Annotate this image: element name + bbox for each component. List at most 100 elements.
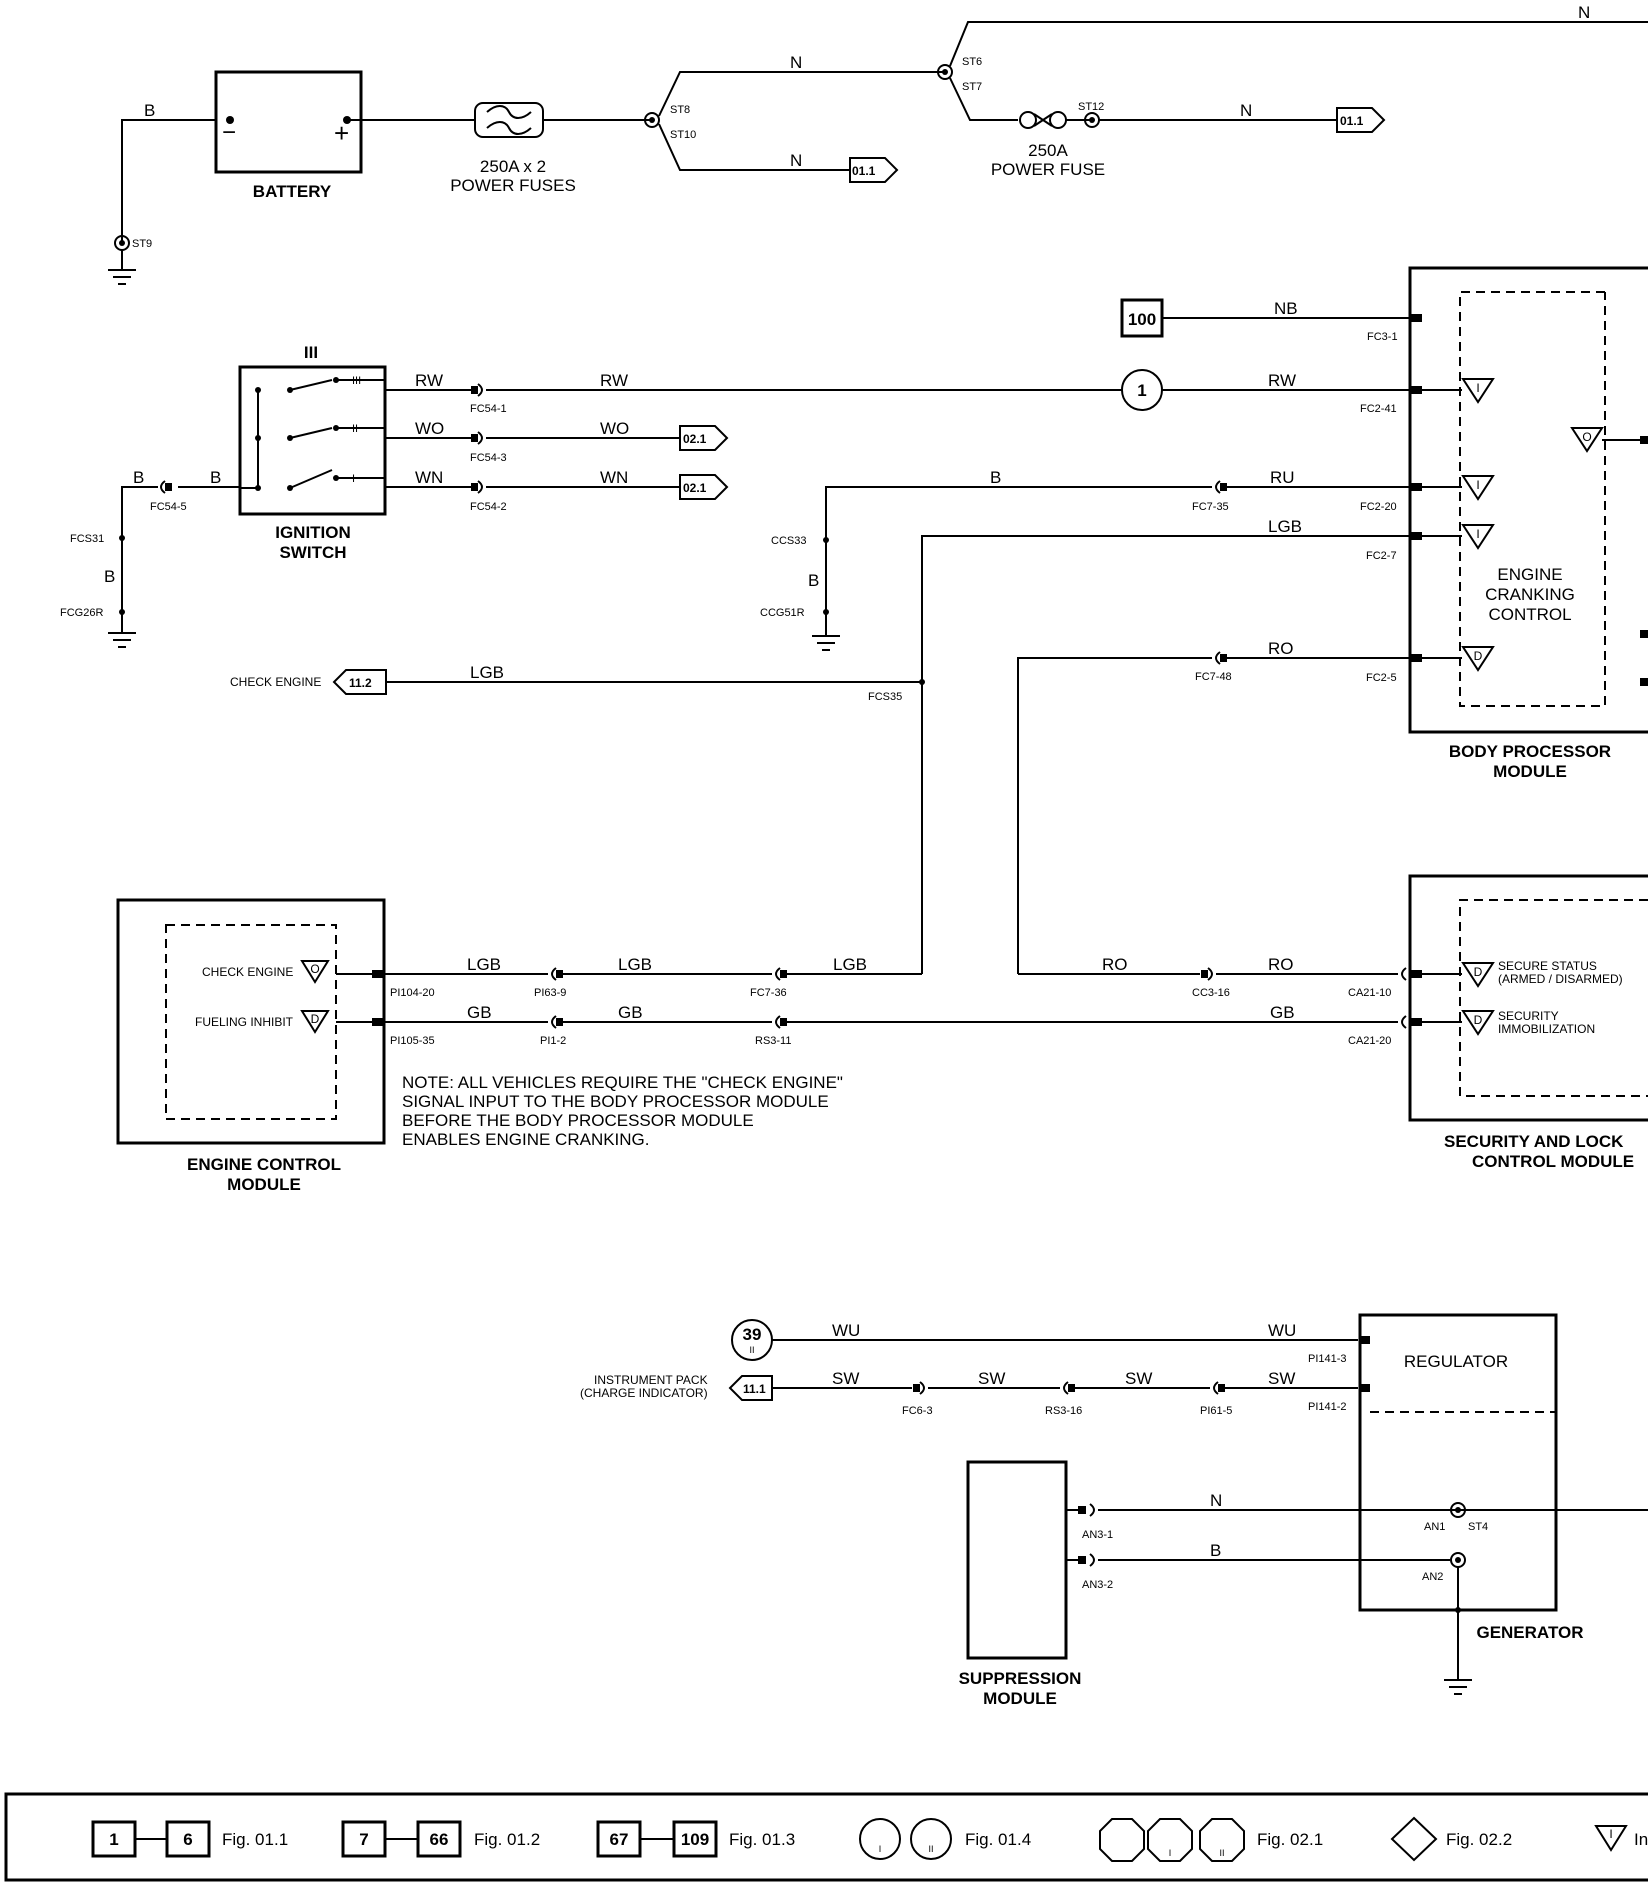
battery-section: B ST9 − + BATTERY 250A x 2 POWER FUSES S… xyxy=(108,3,1648,285)
driver-marker-icon: D xyxy=(1461,1010,1495,1036)
svg-text:I: I xyxy=(1476,478,1479,492)
switch-contact-iii: III xyxy=(255,375,385,393)
sec-pin-label: IMMOBILIZATION xyxy=(1498,1022,1595,1036)
connector-fc7-48 xyxy=(1215,651,1221,665)
svg-text:100: 100 xyxy=(1128,310,1156,329)
connector-fc54-3 xyxy=(477,431,483,445)
connector-pi1-2 xyxy=(551,1015,557,1029)
connector-label: FCG26R xyxy=(60,607,103,619)
svg-text:1: 1 xyxy=(109,1830,118,1849)
power-fuse-single xyxy=(1019,111,1067,129)
connector-label: RS3-11 xyxy=(755,1035,791,1047)
sec-label: SECURITY AND LOCK xyxy=(1444,1132,1624,1151)
battery-positive-icon: + xyxy=(334,118,349,148)
wire-label: B xyxy=(1210,1541,1221,1560)
svg-text:02.1: 02.1 xyxy=(683,432,707,446)
connector-label: ST4 xyxy=(1468,1521,1488,1533)
connector-an3-1 xyxy=(1089,1503,1095,1517)
connector-fc6-3 xyxy=(919,1381,925,1395)
fuses-label: POWER FUSES xyxy=(450,176,576,195)
security-lock-module xyxy=(1408,874,1648,1122)
generator-section: 39 II WU WU PI141-3 INSTRUMENT PACK (CHA… xyxy=(580,1313,1648,1708)
connector-label: FC2-41 xyxy=(1360,403,1397,415)
wire-label: RO xyxy=(1268,639,1294,658)
battery-label: BATTERY xyxy=(253,182,332,201)
connector-an3-2 xyxy=(1089,1553,1095,1567)
connector-label: RS3-16 xyxy=(1045,1405,1082,1417)
svg-text:01.1: 01.1 xyxy=(852,164,876,178)
fuses-qty-label: 250A x 2 xyxy=(480,157,546,176)
svg-text:NOTE: ALL VEHICLES REQUIRE THE: NOTE: ALL VEHICLES REQUIRE THE "CHECK EN… xyxy=(402,1073,843,1092)
battery-negative-icon: − xyxy=(222,119,236,146)
wire-label: LGB xyxy=(833,955,867,974)
connector-label: FCS35 xyxy=(868,691,902,703)
connector-rs3-11 xyxy=(775,1015,781,1029)
wire-label: WU xyxy=(832,1321,860,1340)
wire-label: SW xyxy=(1125,1369,1152,1388)
connector-label: FC54-2 xyxy=(470,501,507,513)
svg-text:I: I xyxy=(1476,527,1479,541)
connector-label: ST9 xyxy=(132,238,152,250)
svg-text:02.1: 02.1 xyxy=(683,481,707,495)
svg-text:I: I xyxy=(1609,1827,1612,1841)
sec-pin-label: SECURE STATUS xyxy=(1498,959,1597,973)
legend-item-input: I In xyxy=(1594,1825,1648,1852)
body-processor-module xyxy=(1408,266,1648,734)
ignition-section: III III II I IGNITION SWITCH xyxy=(60,343,1414,648)
svg-text:O: O xyxy=(310,962,319,976)
ignition-label: IGNITION xyxy=(275,523,351,542)
svg-text:II: II xyxy=(928,1844,933,1854)
wire-label: N xyxy=(1210,1491,1222,1510)
wire-label: SW xyxy=(832,1369,859,1388)
svg-text:Fig. 01.3: Fig. 01.3 xyxy=(729,1830,795,1849)
ecm-label: MODULE xyxy=(227,1175,301,1194)
output-marker-icon: O xyxy=(300,960,330,984)
connector-label: PI104-20 xyxy=(390,987,435,999)
wire-label: N xyxy=(1578,3,1590,22)
sec-label: CONTROL MODULE xyxy=(1472,1152,1634,1171)
svg-text:11.1: 11.1 xyxy=(743,1382,766,1396)
connector-label: CA21-10 xyxy=(1348,987,1391,999)
wire-label: RW xyxy=(600,371,628,390)
connector-label: FC54-1 xyxy=(470,403,507,415)
svg-text:ENABLES ENGINE CRANKING.: ENABLES ENGINE CRANKING. xyxy=(402,1130,650,1149)
ecm-pin-label: FUELING INHIBIT xyxy=(195,1015,294,1029)
ground-icon xyxy=(812,635,840,651)
ref-11-2-arrow: 11.2 xyxy=(332,669,387,695)
connector-label: AN2 xyxy=(1422,1571,1443,1583)
svg-text:Fig. 01.1: Fig. 01.1 xyxy=(222,1830,288,1849)
fuse-label: POWER FUSE xyxy=(991,160,1105,179)
ref-01-1-arrow: 01.1 xyxy=(1336,107,1386,133)
suppression-label: MODULE xyxy=(983,1689,1057,1708)
svg-text:Fig. 01.4: Fig. 01.4 xyxy=(965,1830,1031,1849)
sec-pin-label: SECURITY xyxy=(1498,1009,1559,1023)
instrument-pack-label: (CHARGE INDICATOR) xyxy=(580,1386,708,1400)
connector-label: CCS33 xyxy=(771,535,806,547)
wire-label: B xyxy=(144,101,155,120)
ignition-position-label: III xyxy=(304,343,318,362)
connector-fc54-5 xyxy=(160,480,166,494)
connector-label: PI141-3 xyxy=(1308,1353,1347,1365)
ref-02-1-arrow: 02.1 xyxy=(679,474,729,500)
svg-text:D: D xyxy=(1474,965,1483,979)
wire-label: LGB xyxy=(1268,517,1302,536)
wire-label: B xyxy=(133,468,144,487)
wire-label: RO xyxy=(1268,955,1294,974)
legend-item-fig-01-2: 7 66 Fig. 01.2 xyxy=(341,1820,540,1858)
legend-item-fig-01-3: 67 109 Fig. 01.3 xyxy=(596,1820,795,1858)
connector-label: PI141-2 xyxy=(1308,1401,1347,1413)
connector-cc3-16 xyxy=(1207,967,1213,981)
power-fuses xyxy=(474,102,544,138)
fuse-rating-label: 250A xyxy=(1028,141,1068,160)
svg-text:39: 39 xyxy=(743,1325,762,1344)
connector-label: FC6-3 xyxy=(902,1405,933,1417)
bpm-label: MODULE xyxy=(1493,762,1567,781)
wire-label: WN xyxy=(415,468,443,487)
svg-text:II: II xyxy=(749,1345,754,1355)
svg-text:01.1: 01.1 xyxy=(1340,114,1364,128)
wire-label: B xyxy=(210,468,221,487)
svg-text:7: 7 xyxy=(359,1830,368,1849)
connector-label: AN1 xyxy=(1424,1521,1445,1533)
instrument-pack-label: INSTRUMENT PACK xyxy=(594,1373,708,1387)
splice-st8 xyxy=(644,112,660,128)
